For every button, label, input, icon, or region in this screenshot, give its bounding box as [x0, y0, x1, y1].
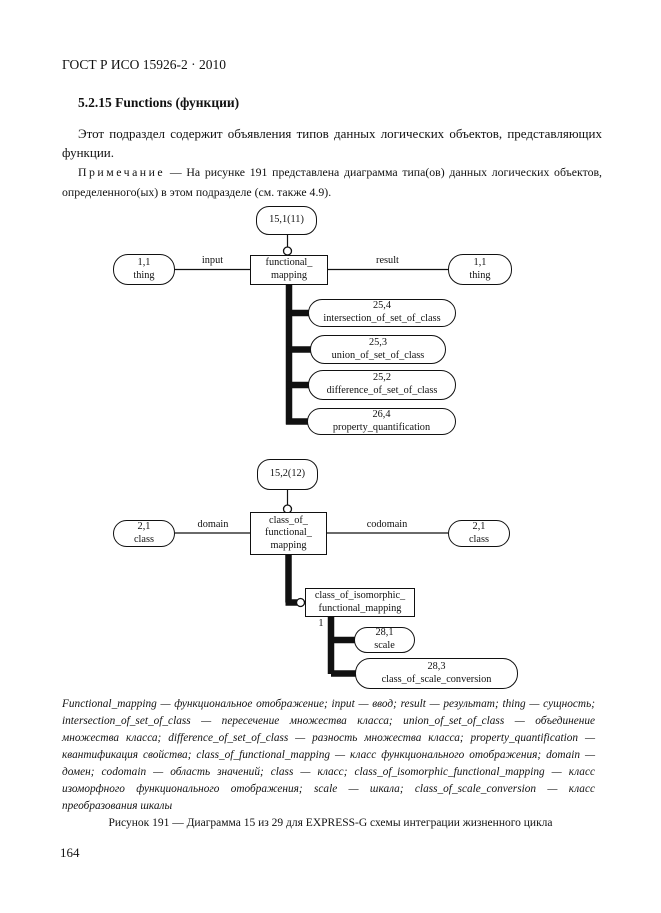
- class-of-isomorphic-functional-mapping-entity: class_of_isomorphic_ functional_mapping: [305, 588, 415, 617]
- codomain-edge-label: codomain: [366, 519, 408, 530]
- intersection-of-set-of-class-node: 25,4 intersection_of_set_of_class: [308, 299, 456, 327]
- section-heading: 5.2.15 Functions (функции): [78, 95, 240, 110]
- class-of-scale-conversion-node: 28,3 class_of_scale_conversion: [355, 658, 518, 689]
- scale-node: 28,1 scale: [354, 627, 415, 653]
- page-number: 164: [60, 845, 80, 860]
- cardinality-one-label: 1: [318, 618, 324, 629]
- note-label: Примечание: [78, 165, 166, 179]
- difference-of-set-of-class-node: 25,2 difference_of_set_of_class: [308, 370, 456, 400]
- circle-left-of-isomorphic: [295, 597, 306, 608]
- class-node-right: 2,1 class: [448, 520, 510, 547]
- domain-edge-label: domain: [197, 519, 229, 530]
- document-header: ГОСТ Р ИСО 15926-2 · 2010: [62, 57, 227, 72]
- thing-node-left: 1,1 thing: [113, 254, 175, 285]
- note-text: — На рисунке 191 представлена диаграмма …: [62, 165, 602, 199]
- class-node-left: 2,1 class: [113, 520, 175, 547]
- figure-caption: Рисунок 191 — Диаграмма 15 из 29 для EXP…: [108, 817, 553, 829]
- page-ref-node-15-1-11: 15,1(11): [256, 206, 317, 235]
- result-edge-label: result: [376, 255, 399, 266]
- thin-connector-lines: [175, 235, 448, 534]
- union-of-set-of-class-node: 25,3 union_of_set_of_class: [310, 335, 446, 364]
- property-quantification-node: 26,4 property_quantification: [307, 408, 456, 435]
- class-of-functional-mapping-entity: class_of_ functional_ mapping: [250, 512, 327, 555]
- section-note: Примечание — На рисунке 191 представлена…: [62, 163, 602, 202]
- input-edge-label: input: [201, 255, 224, 266]
- subtype-tree-lines: [285, 285, 358, 677]
- figure-legend: Functional_mapping — функциональное отоб…: [62, 698, 595, 812]
- section-paragraph: Этот подраздел содержит объявления типов…: [62, 126, 602, 160]
- circle-above-functional-mapping: [282, 246, 293, 256]
- page-ref-node-15-2-12: 15,2(12): [257, 459, 318, 490]
- functional-mapping-entity: functional_ mapping: [250, 255, 328, 285]
- thing-node-right: 1,1 thing: [448, 254, 512, 285]
